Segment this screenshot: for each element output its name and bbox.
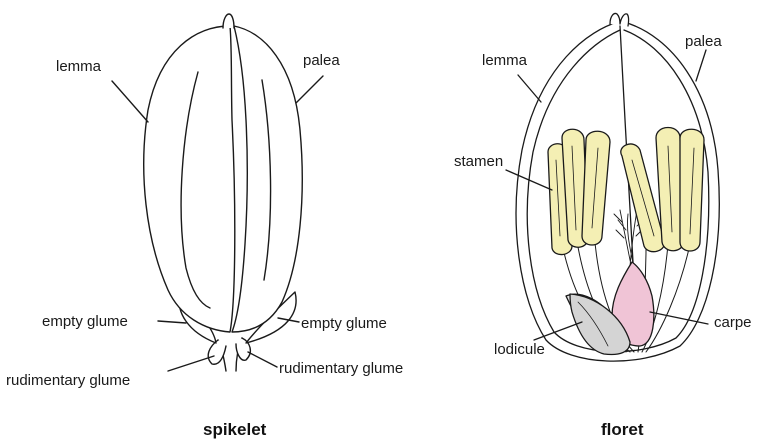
spikelet-empty-glume-right-label: empty glume (301, 316, 387, 331)
floret-drawing (506, 13, 719, 361)
floret-apex (610, 13, 629, 26)
floret-lodicule-label: lodicule (494, 342, 545, 357)
spikelet-empty-glume-left-label: empty glume (42, 314, 128, 329)
spikelet-rudimentary-glume-right-label: rudimentary glume (279, 361, 403, 376)
spikelet-leader-rudimentary-left (168, 356, 214, 371)
floret-carpe-label: carpe (714, 315, 752, 330)
floret-anthers-left (548, 129, 610, 254)
spikelet-lemma (144, 26, 235, 332)
floret-lemma-label: lemma (482, 53, 527, 68)
floret-leader-palea (696, 50, 706, 81)
spikelet-leader-palea (296, 76, 323, 103)
spikelet-palea (232, 26, 302, 332)
floret-caption: floret (601, 421, 644, 438)
floret-leader-lemma (518, 75, 541, 102)
floret-palea-label: palea (685, 34, 722, 49)
spikelet-leader-rudimentary-right (248, 352, 277, 367)
spikelet-rudimentary-glume-left-label: rudimentary glume (6, 373, 130, 388)
spikelet-caption: spikelet (203, 421, 266, 438)
spikelet-apiculus (223, 14, 234, 28)
spikelet-leader-lemma (112, 81, 148, 122)
spikelet-lemma-label: lemma (56, 59, 101, 74)
spikelet-leader-empty-glume-left (158, 321, 186, 323)
floret-stamen-label: stamen (454, 154, 503, 169)
spikelet-drawing (112, 14, 323, 371)
spikelet-rudimentary-glume-left (208, 340, 226, 364)
spikelet-palea-label: palea (303, 53, 340, 68)
